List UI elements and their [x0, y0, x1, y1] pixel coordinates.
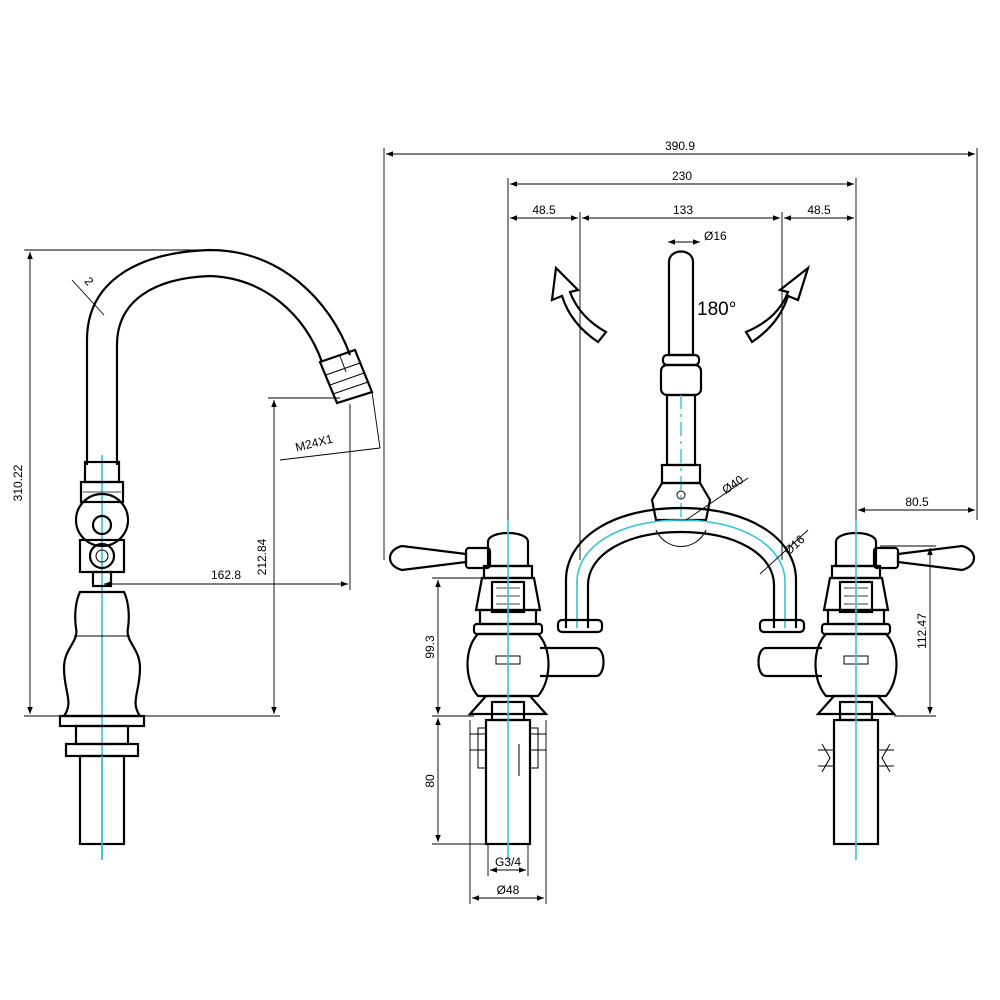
dim-right-offset: 48.5 [807, 203, 831, 217]
dim-wall-thickness: 2 [82, 274, 97, 289]
left-handle-cap [486, 531, 530, 568]
dim-inner-width: 133 [673, 203, 693, 217]
dim-left-height: 99.3 [423, 635, 437, 659]
dim-overall-width: 390.9 [665, 139, 695, 153]
dim-spout-reach: 162.8 [211, 568, 241, 582]
front-view: 390.9 230 48.5 133 48.5 Ø16 180° [383, 139, 978, 904]
bridge-arch-outer [564, 506, 798, 628]
dim-base-diameter: Ø48 [497, 883, 520, 897]
left-valve [388, 520, 550, 860]
right-handle-cap [834, 531, 878, 568]
dim-right-height: 112.47 [915, 613, 929, 649]
spout-joint [74, 460, 130, 588]
dim-lever-length: 80.5 [905, 495, 929, 509]
dim-bridge-diameter: Ø40 [719, 472, 746, 496]
aerator [318, 348, 374, 405]
left-lever [388, 544, 468, 572]
rotate-left-arrow [550, 265, 608, 344]
bridge-arch-inner [586, 530, 776, 628]
dim-left-offset: 48.5 [532, 203, 556, 217]
dim-spout-diameter: Ø16 [704, 229, 727, 243]
left-body [466, 632, 550, 698]
dim-thread: G3/4 [495, 855, 521, 869]
dim-height-total: 310.22 [11, 464, 25, 501]
bridge-hub [650, 481, 712, 522]
right-valve [814, 520, 976, 860]
dim-shank-length: 80 [423, 774, 437, 788]
right-lever [896, 544, 976, 572]
right-body [814, 632, 898, 698]
dim-centers: 230 [672, 169, 692, 183]
dim-arch-diameter: Ø16 [781, 532, 807, 558]
front-spout [667, 250, 695, 357]
arch-centerline [576, 519, 786, 628]
spout-collar [659, 363, 703, 397]
dim-outlet-thread: M24X1 [294, 432, 335, 455]
spout-inner [115, 274, 324, 465]
rotation-label: 180° [697, 299, 736, 320]
spout-outer [85, 248, 352, 465]
rotate-right-arrow [744, 264, 811, 344]
side-view: 310.22 2 M24X1 212.84 162.8 [11, 248, 381, 860]
dim-outlet-height: 212.84 [255, 538, 269, 575]
